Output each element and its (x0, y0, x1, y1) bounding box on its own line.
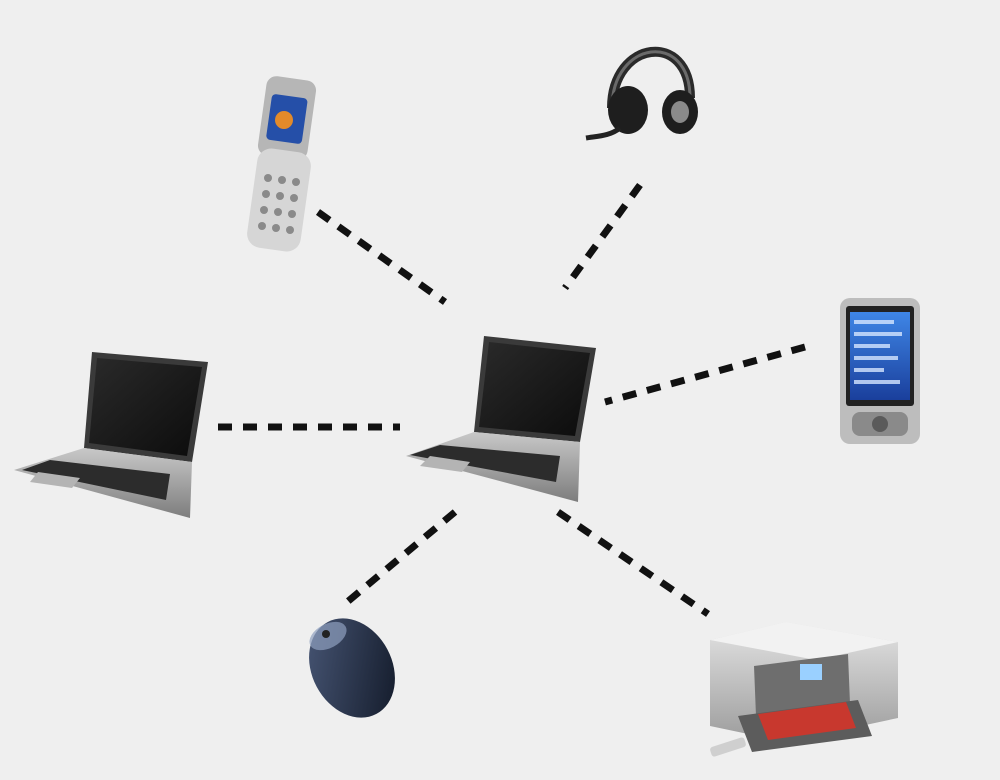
link-hub-pda (605, 347, 805, 402)
link-hub-phone (318, 212, 445, 302)
laptop-icon (14, 352, 208, 518)
link-hub-headset (565, 185, 640, 288)
headset-icon (586, 52, 698, 138)
hub-laptop-icon (406, 336, 596, 502)
pda-icon (840, 298, 920, 444)
printer-icon (709, 622, 898, 757)
flip-phone-icon (245, 75, 317, 253)
mouse-icon (292, 603, 411, 732)
link-hub-printer (558, 512, 708, 614)
link-hub-mouse (340, 512, 455, 608)
